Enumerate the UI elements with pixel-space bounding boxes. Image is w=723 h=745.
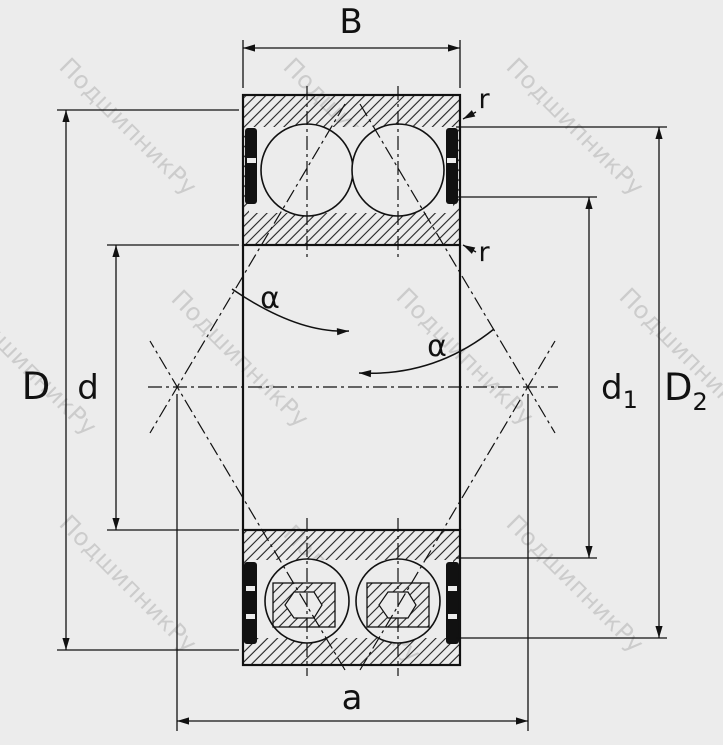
leader-r-top (462, 110, 477, 120)
dim-label-r-bottom: r (478, 237, 490, 268)
watermark-text: ПодшипникРу (166, 284, 315, 433)
bottom-section-outline (241, 528, 462, 667)
alpha-label-left: α (260, 281, 280, 316)
seal-bottom-left (244, 562, 257, 644)
leader-r-bottom (462, 244, 477, 254)
contact-line-top-left (149, 103, 346, 434)
bearing-bottom-section (241, 528, 462, 667)
contact-line-bottom-right (359, 340, 556, 671)
dimension-lines (57, 40, 667, 731)
dim-label-D: D (22, 365, 51, 408)
seal-top-left (245, 128, 257, 204)
top-section-outline (241, 93, 462, 247)
dim-label-d1: d1 (601, 368, 638, 414)
watermark-text: ПодшипникРу (0, 292, 103, 441)
dim-label-d1-main: d (601, 368, 623, 408)
contact-line-bottom-left (149, 340, 346, 671)
contact-angle-annotations: α α (231, 281, 495, 378)
watermark-text: ПодшипникРу (54, 52, 203, 201)
dim-label-a: a (342, 678, 363, 718)
dim-label-d: d (77, 368, 99, 408)
cage-left (272, 582, 336, 628)
dimension-labels: B r r D d d1 D2 a (22, 2, 708, 718)
seal-bottom-right (446, 562, 459, 644)
dim-label-D2: D2 (664, 366, 708, 416)
alpha-arc-right (358, 328, 495, 378)
seal-top-right (446, 128, 458, 204)
bearing-body (241, 93, 462, 667)
alpha-arc-left (231, 288, 350, 336)
dim-label-D2-main: D (664, 366, 693, 409)
dim-label-D2-sub: 2 (693, 388, 708, 416)
centerlines (148, 86, 558, 676)
dim-label-r-top: r (478, 84, 490, 115)
alpha-label-right: α (427, 329, 447, 364)
dim-label-d1-sub: 1 (623, 386, 638, 414)
dim-label-B: B (339, 2, 362, 42)
watermark-text: ПодшипникРу (54, 509, 203, 658)
bearing-top-section (241, 93, 462, 247)
watermark-text: ПодшипникРу (501, 509, 650, 658)
contact-line-top-right (359, 103, 556, 434)
watermark-text: ПодшипникРу (391, 282, 540, 431)
